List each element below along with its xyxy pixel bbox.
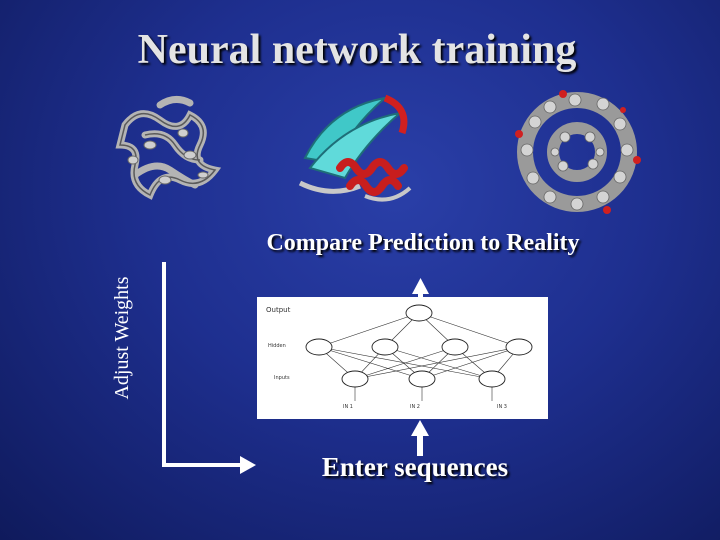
output-node xyxy=(405,304,433,322)
hidden-layer-label: Hidden xyxy=(268,343,286,349)
compare-prediction-label: Compare Prediction to Reality xyxy=(266,230,580,256)
hidden-node xyxy=(505,338,533,356)
neural-network-diagram: Output Hidden Inputs IN 1 IN 2 IN 3 xyxy=(257,297,548,419)
enter-sequences-label: Enter sequences xyxy=(321,452,509,482)
input-arrow xyxy=(411,420,429,456)
output-layer-label: Output xyxy=(266,306,291,314)
feedback-arrow xyxy=(162,262,256,474)
inputs-layer-label: Inputs xyxy=(274,375,290,381)
hidden-node xyxy=(305,338,333,356)
input-label-1: IN 1 xyxy=(343,404,353,410)
input-node xyxy=(408,370,436,388)
input-node xyxy=(341,370,369,388)
protein-structure-image-2 xyxy=(298,94,412,202)
network-graph xyxy=(305,304,533,401)
slide-title: Neural network training xyxy=(137,27,577,73)
input-node xyxy=(478,370,506,388)
hidden-node xyxy=(371,338,399,356)
hidden-node xyxy=(441,338,469,356)
input-label-2: IN 2 xyxy=(410,404,420,410)
protein-structure-image-1 xyxy=(115,96,222,200)
input-label-3: IN 3 xyxy=(497,404,507,410)
protein-structure-image-3 xyxy=(515,90,641,214)
